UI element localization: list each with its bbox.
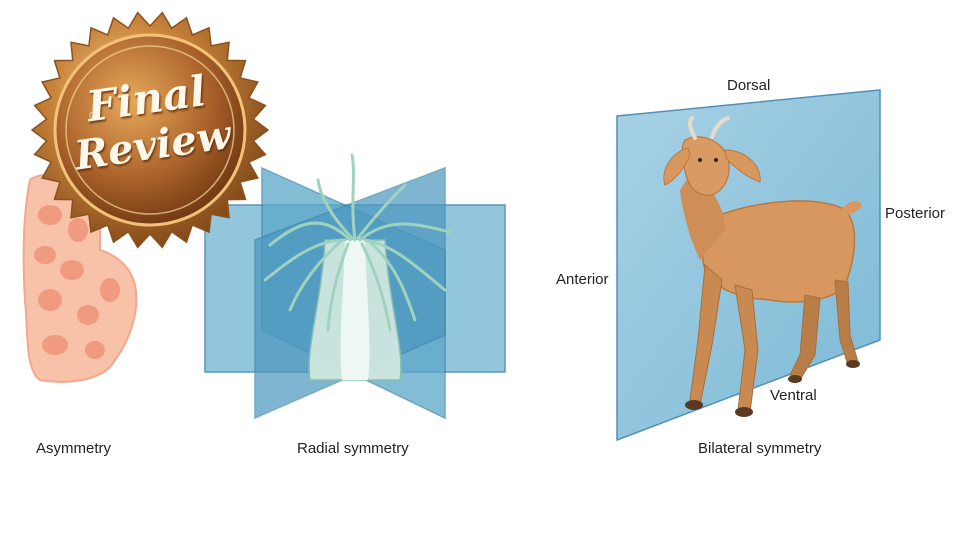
caption-bilateral-symmetry: Bilateral symmetry (698, 440, 822, 457)
caption-asymmetry: Asymmetry (36, 440, 111, 457)
sponge-illustration (22, 173, 138, 383)
label-ventral: Ventral (770, 387, 817, 404)
caption-radial-symmetry: Radial symmetry (297, 440, 409, 457)
label-posterior: Posterior (885, 205, 946, 222)
final-review-badge (30, 11, 270, 249)
label-anterior: Anterior (556, 271, 609, 288)
goat-illustration (663, 116, 862, 417)
label-dorsal: Dorsal (727, 77, 771, 94)
sea-anemone (263, 153, 452, 381)
